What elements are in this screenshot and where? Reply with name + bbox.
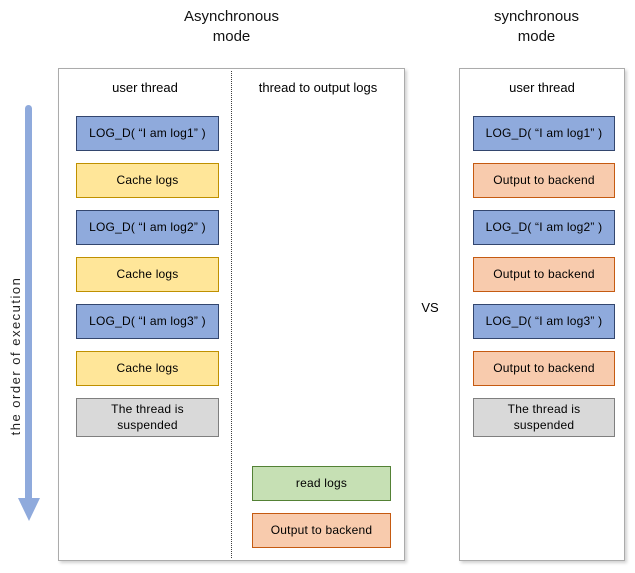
output-backend-box: Output to backend — [473, 163, 615, 198]
asynchronous-mode-title: Asynchronous mode — [58, 7, 405, 48]
asynchronous-panel: user thread thread to output logs LOG_D(… — [58, 68, 405, 561]
log-call-box: LOG_D( “I am log1” ) — [473, 116, 615, 151]
output-backend-box: Output to backend — [473, 351, 615, 386]
synchronous-title-line1: synchronous — [493, 8, 580, 25]
down-arrow-icon — [18, 498, 40, 521]
synchronous-title-line2: mode — [517, 28, 556, 46]
execution-order-label: the order of execution — [8, 276, 23, 436]
cache-logs-box: Cache logs — [76, 351, 219, 386]
user-thread-stack-left: LOG_D( “I am log1” ) Cache logs LOG_D( “… — [76, 116, 219, 438]
synchronous-mode-title: synchronous mode — [448, 7, 625, 48]
output-thread-stack: read logs Output to backend — [252, 466, 391, 548]
cache-logs-box: Cache logs — [76, 163, 219, 198]
asynchronous-title-line2: mode — [212, 28, 251, 46]
asynchronous-title-line1: Asynchronous — [183, 8, 280, 25]
log-call-box: LOG_D( “I am log3” ) — [76, 304, 219, 339]
cache-logs-box: Cache logs — [76, 257, 219, 292]
execution-order-arrow-shaft — [25, 105, 32, 500]
user-thread-header-left: user thread — [112, 80, 178, 95]
read-logs-box: read logs — [252, 466, 391, 501]
thread-suspended-box: The thread is suspended — [76, 398, 219, 438]
log-call-box: LOG_D( “I am log1” ) — [76, 116, 219, 151]
thread-suspended-box: The thread is suspended — [473, 398, 615, 438]
user-thread-header-right: user thread — [509, 80, 575, 95]
log-call-box: LOG_D( “I am log2” ) — [76, 210, 219, 245]
output-backend-box: Output to backend — [473, 257, 615, 292]
output-backend-box: Output to backend — [252, 513, 391, 548]
user-thread-stack-right: LOG_D( “I am log1” ) Output to backend L… — [473, 116, 615, 438]
log-call-box: LOG_D( “I am log2” ) — [473, 210, 615, 245]
vs-label: VS — [421, 300, 439, 315]
output-thread-header: thread to output logs — [258, 80, 378, 95]
log-call-box: LOG_D( “I am log3” ) — [473, 304, 615, 339]
synchronous-panel: user thread LOG_D( “I am log1” ) Output … — [459, 68, 625, 561]
thread-divider-dotted-line — [231, 71, 232, 558]
